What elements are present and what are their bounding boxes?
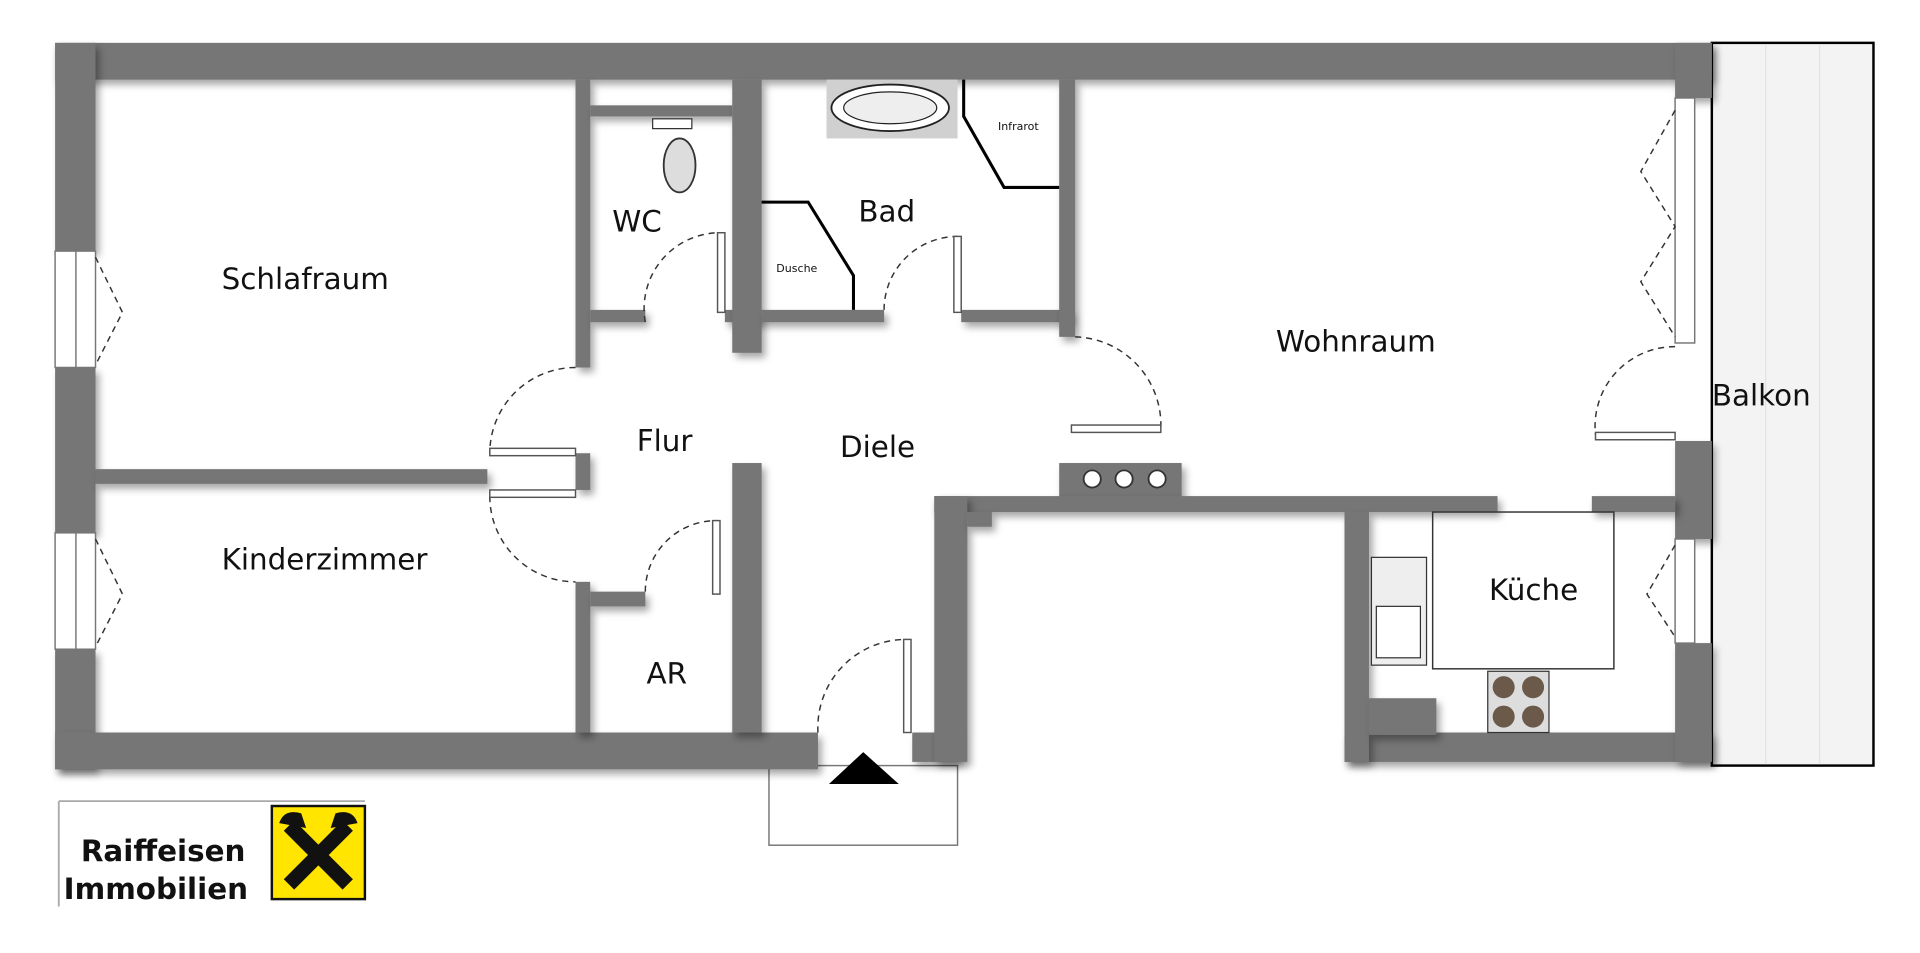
room-label-wc: WC bbox=[612, 205, 662, 239]
room-label-wohnraum: Wohnraum bbox=[1276, 325, 1436, 359]
kitchen-fixtures bbox=[1370, 511, 1615, 734]
room-label-kueche: Küche bbox=[1489, 573, 1578, 607]
raiffeisen-logo: Raiffeisen Immobilien bbox=[57, 800, 367, 907]
balcony bbox=[1710, 41, 1875, 767]
room-label-kinderzimmer: Kinderzimmer bbox=[222, 543, 429, 577]
room-label-balkon: Balkon bbox=[1712, 378, 1811, 412]
walls bbox=[55, 42, 1712, 770]
room-label-diele: Diele bbox=[840, 430, 915, 464]
stove-icon bbox=[1082, 469, 1167, 489]
bathroom-fixtures bbox=[652, 79, 1060, 310]
logo-line2: Immobilien bbox=[64, 872, 248, 906]
room-label-infrarot: Infrarot bbox=[998, 120, 1039, 133]
room-label-dusche: Dusche bbox=[776, 262, 817, 275]
room-label-schlafraum: Schlafraum bbox=[222, 262, 389, 296]
room-label-bad: Bad bbox=[858, 195, 915, 229]
toilet-icon bbox=[652, 118, 697, 194]
entrance-arrow-icon bbox=[828, 752, 899, 784]
room-label-ar: AR bbox=[647, 657, 688, 691]
logo-line1: Raiffeisen bbox=[81, 834, 246, 868]
room-label-flur: Flur bbox=[637, 424, 694, 458]
windows bbox=[54, 97, 1696, 650]
doors bbox=[94, 109, 1676, 734]
cooktop-icon bbox=[1487, 670, 1550, 734]
